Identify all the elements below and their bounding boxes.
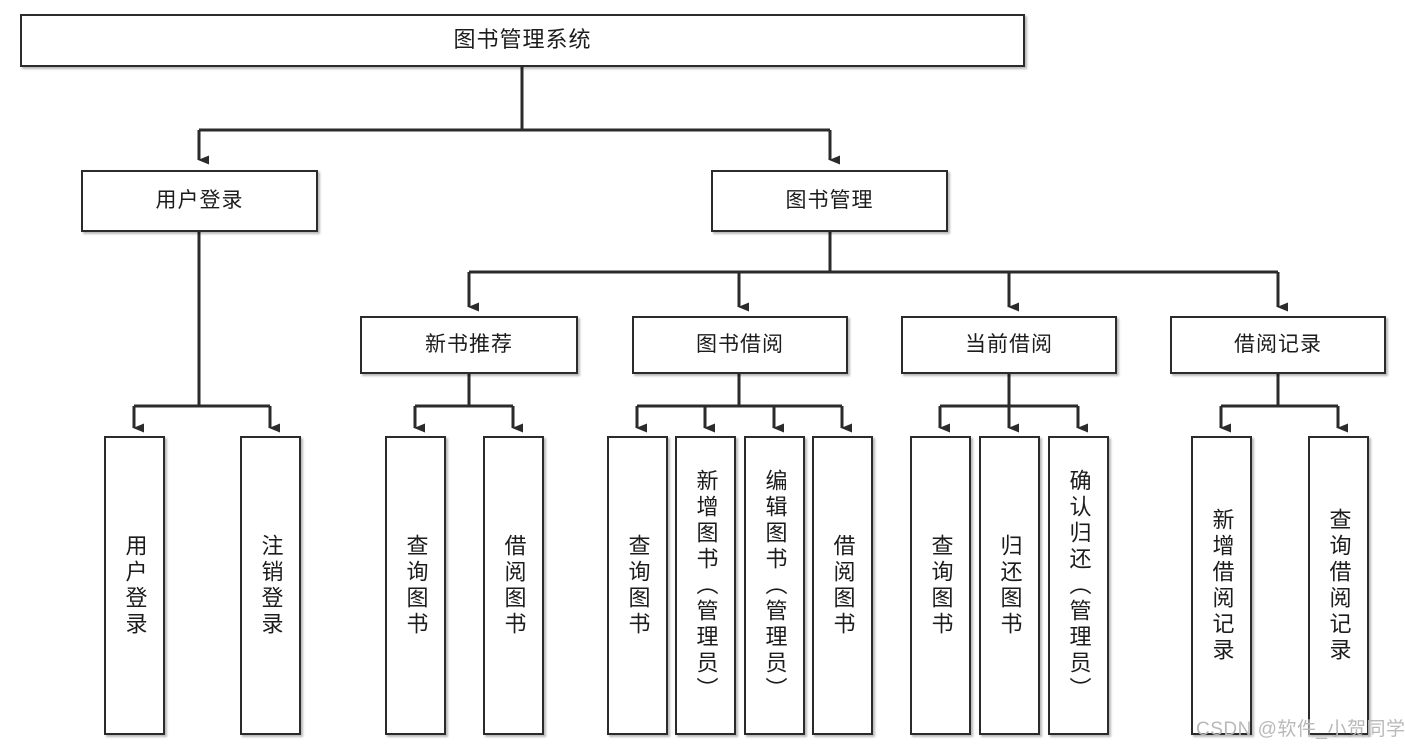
- node-label: 注销登录: [258, 533, 284, 638]
- node-label: 图书管理: [785, 189, 874, 213]
- node-label: 借阅图书: [830, 533, 856, 638]
- node-current-borrow[interactable]: 当前借阅: [901, 316, 1117, 374]
- node-label: 查询图书: [625, 533, 651, 638]
- node-label: 查询图书: [403, 533, 429, 638]
- node-label: 借阅图书: [501, 533, 527, 638]
- node-label: 确认归还（管理员）: [1066, 468, 1092, 703]
- node-borrow-record[interactable]: 借阅记录: [1170, 316, 1386, 374]
- node-label: 归还图书: [997, 533, 1023, 638]
- node-label: 用户登录: [122, 533, 148, 638]
- node-leaf-add-book[interactable]: 新增图书（管理员）: [675, 436, 736, 735]
- node-leaf-borrow-book-recommend[interactable]: 借阅图书: [483, 436, 544, 735]
- node-leaf-user-login[interactable]: 用户登录: [104, 436, 165, 735]
- node-leaf-edit-book[interactable]: 编辑图书（管理员）: [744, 436, 805, 735]
- node-label: 编辑图书（管理员）: [762, 468, 788, 703]
- node-label: 借阅记录: [1234, 333, 1322, 357]
- node-leaf-return-book[interactable]: 归还图书: [979, 436, 1040, 735]
- node-leaf-borrow-book[interactable]: 借阅图书: [812, 436, 873, 735]
- node-leaf-query-book-recommend[interactable]: 查询图书: [385, 436, 446, 735]
- node-leaf-logout-login[interactable]: 注销登录: [240, 436, 301, 735]
- node-user-login[interactable]: 用户登录: [81, 170, 318, 232]
- node-leaf-query-book-borrow[interactable]: 查询图书: [607, 436, 668, 735]
- node-book-borrow[interactable]: 图书借阅: [632, 316, 848, 374]
- node-leaf-query-book-current[interactable]: 查询图书: [910, 436, 971, 735]
- node-label: 查询图书: [928, 533, 954, 638]
- node-root-book-management-system[interactable]: 图书管理系统: [20, 14, 1025, 67]
- node-leaf-add-borrow-record[interactable]: 新增借阅记录: [1191, 436, 1252, 735]
- node-label: 用户登录: [155, 189, 244, 213]
- node-leaf-confirm-return[interactable]: 确认归还（管理员）: [1048, 436, 1109, 735]
- node-label: 新增图书（管理员）: [693, 468, 719, 703]
- node-label: 新增借阅记录: [1209, 507, 1235, 664]
- node-label: 当前借阅: [965, 333, 1053, 357]
- node-label: 新书推荐: [425, 333, 513, 357]
- node-label: 图书管理系统: [453, 27, 592, 53]
- node-label: 查询借阅记录: [1326, 507, 1352, 664]
- csdn-watermark: CSDN @软件_小贺同学: [1196, 719, 1405, 740]
- node-book-manage[interactable]: 图书管理: [711, 170, 948, 232]
- node-leaf-query-borrow-record[interactable]: 查询借阅记录: [1308, 436, 1369, 735]
- node-label: 图书借阅: [696, 333, 784, 357]
- node-new-book-recommend[interactable]: 新书推荐: [360, 316, 578, 374]
